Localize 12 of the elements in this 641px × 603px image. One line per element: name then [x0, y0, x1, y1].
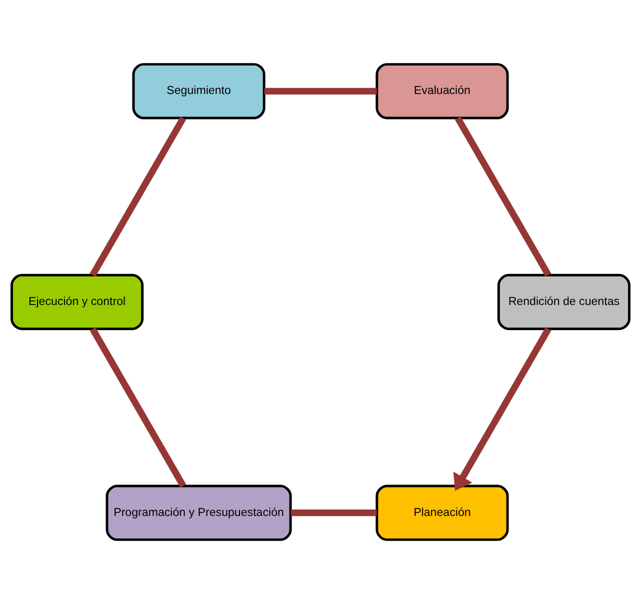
node-box: Planeación — [376, 484, 509, 540]
node-box: Seguimiento — [132, 62, 266, 119]
connector — [90, 326, 186, 488]
arrow — [453, 326, 552, 490]
node-box: Evaluación — [376, 62, 509, 119]
node-box: Ejecución y control — [10, 273, 144, 330]
connector — [454, 116, 552, 276]
connector — [290, 509, 377, 516]
connector — [90, 116, 186, 276]
connector — [264, 87, 377, 94]
node-box: Programación y Presupuestación — [106, 484, 292, 540]
node-box: Rendición de cuentas — [497, 273, 630, 330]
